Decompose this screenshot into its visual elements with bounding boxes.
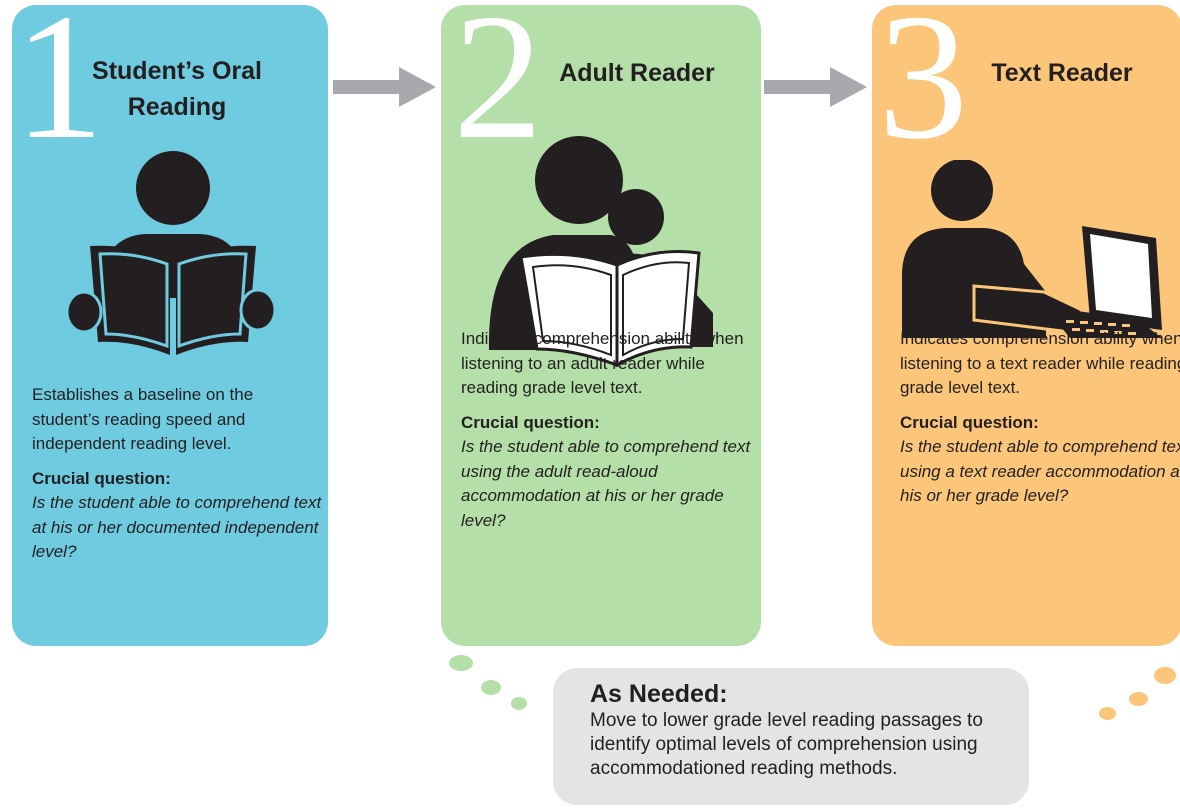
orange-bubble-dot: [1129, 692, 1148, 706]
person-at-computer-icon: [902, 160, 1162, 338]
step-2-title: Adult Reader: [537, 55, 737, 91]
step-2-question-label: Crucial question:: [461, 412, 600, 432]
green-bubble-dot: [449, 655, 473, 671]
step-1-description: Establishes a baseline on the student’s …: [32, 385, 254, 453]
step-3-title-line1: Text Reader: [991, 59, 1133, 87]
note-body: Move to lower grade level reading passag…: [590, 710, 983, 779]
step-3-title: Text Reader: [967, 55, 1157, 91]
green-bubble-dot: [481, 680, 501, 695]
step-1-title-line1: Student’s Oral: [92, 57, 262, 85]
orange-bubble-dot: [1154, 667, 1176, 684]
step-3-description: Indicates comprehension ability when lis…: [900, 329, 1180, 397]
green-bubble-dot: [511, 697, 527, 710]
step-3-panel: 3 Text Reader Indicates comprehension ab…: [872, 0, 1180, 646]
orange-bubble-dot: [1099, 707, 1116, 720]
step-1-body: Establishes a baseline on the student’s …: [32, 383, 322, 565]
step-1-title: Student’s Oral Reading: [62, 53, 292, 125]
step-3-question: Is the student able to comprehend text u…: [900, 437, 1180, 505]
step-2-question: Is the student able to comprehend text u…: [461, 437, 751, 530]
step-3-question-label: Crucial question:: [900, 412, 1039, 432]
adult-reading-to-child-icon: [488, 136, 713, 368]
step-2-number: 2: [453, 0, 543, 176]
step-2-description: Indicates comprehension ability when lis…: [461, 329, 744, 397]
step-1-question-label: Crucial question:: [32, 468, 171, 488]
note-title: As Needed:: [590, 680, 728, 708]
step-1-title-line2: Reading: [127, 93, 227, 121]
step-3-number: 3: [878, 0, 968, 176]
step-1-panel: 1 Student’s Oral Reading Establishes a b…: [12, 0, 328, 646]
arrow-right-icon: [764, 67, 867, 107]
step-3-body: Indicates comprehension ability when lis…: [900, 327, 1180, 509]
student-reading-book-icon: [65, 151, 277, 355]
step-2-panel: 2 Adult Reader Indicates comprehension a…: [441, 0, 761, 646]
step-2-title-line1: Adult Reader: [559, 59, 715, 87]
as-needed-note: As Needed: Move to lower grade level rea…: [553, 668, 1029, 805]
arrow-right-icon: [333, 67, 436, 107]
step-1-number: 1: [14, 0, 104, 176]
step-2-body: Indicates comprehension ability when lis…: [461, 327, 751, 533]
step-1-question: Is the student able to comprehend text a…: [32, 493, 322, 561]
